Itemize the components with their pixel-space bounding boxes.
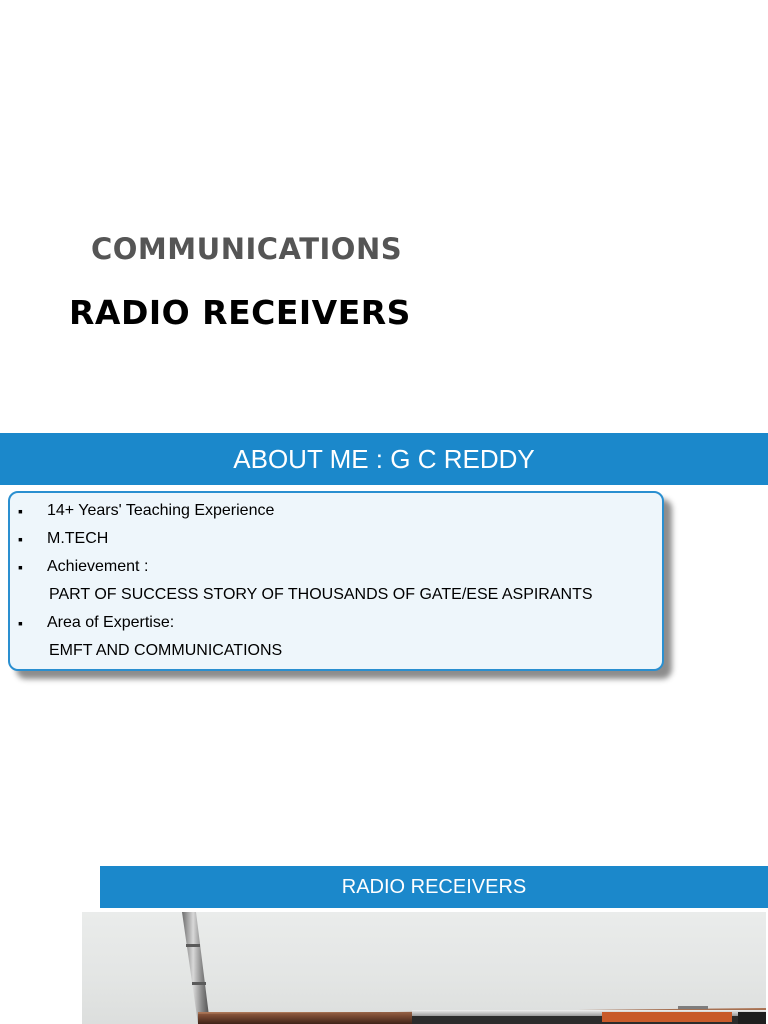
radio-heading: RADIO RECEIVERS xyxy=(341,875,527,898)
bullet-icon: ▪ xyxy=(18,559,23,575)
list-item: ▪ M.TECH xyxy=(10,525,662,553)
about-heading: ABOUT ME : G C REDDY xyxy=(233,443,535,474)
list-item: PART OF SUCCESS STORY OF THOUSANDS OF GA… xyxy=(10,581,662,609)
bullet-icon: ▪ xyxy=(18,503,23,519)
about-list: ▪ 14+ Years' Teaching Experience ▪ M.TEC… xyxy=(10,497,662,665)
list-item-text: 14+ Years' Teaching Experience xyxy=(47,502,275,519)
topic-title: RADIO RECEIVERS xyxy=(69,293,411,332)
subject-title: COMMUNICATIONS xyxy=(91,232,403,266)
radio-banner: RADIO RECEIVERS xyxy=(100,866,768,908)
radio-photo xyxy=(82,912,766,1024)
list-item: EMFT AND COMMUNICATIONS xyxy=(10,637,662,665)
about-banner: ABOUT ME : G C REDDY xyxy=(0,433,768,485)
list-item: ▪ 14+ Years' Teaching Experience xyxy=(10,497,662,525)
list-item: ▪ Area of Expertise: xyxy=(10,609,662,637)
list-item: ▪ Achievement : xyxy=(10,553,662,581)
list-item-text: PART OF SUCCESS STORY OF THOUSANDS OF GA… xyxy=(49,586,593,603)
bullet-icon: ▪ xyxy=(18,615,23,631)
bullet-icon: ▪ xyxy=(18,531,23,547)
list-item-text: EMFT AND COMMUNICATIONS xyxy=(49,642,283,659)
about-info-box: ▪ 14+ Years' Teaching Experience ▪ M.TEC… xyxy=(8,491,664,671)
list-item-text: Area of Expertise: xyxy=(47,614,175,631)
radio-image-icon xyxy=(182,912,766,1024)
list-item-text: Achievement : xyxy=(47,558,149,575)
list-item-text: M.TECH xyxy=(47,530,109,547)
